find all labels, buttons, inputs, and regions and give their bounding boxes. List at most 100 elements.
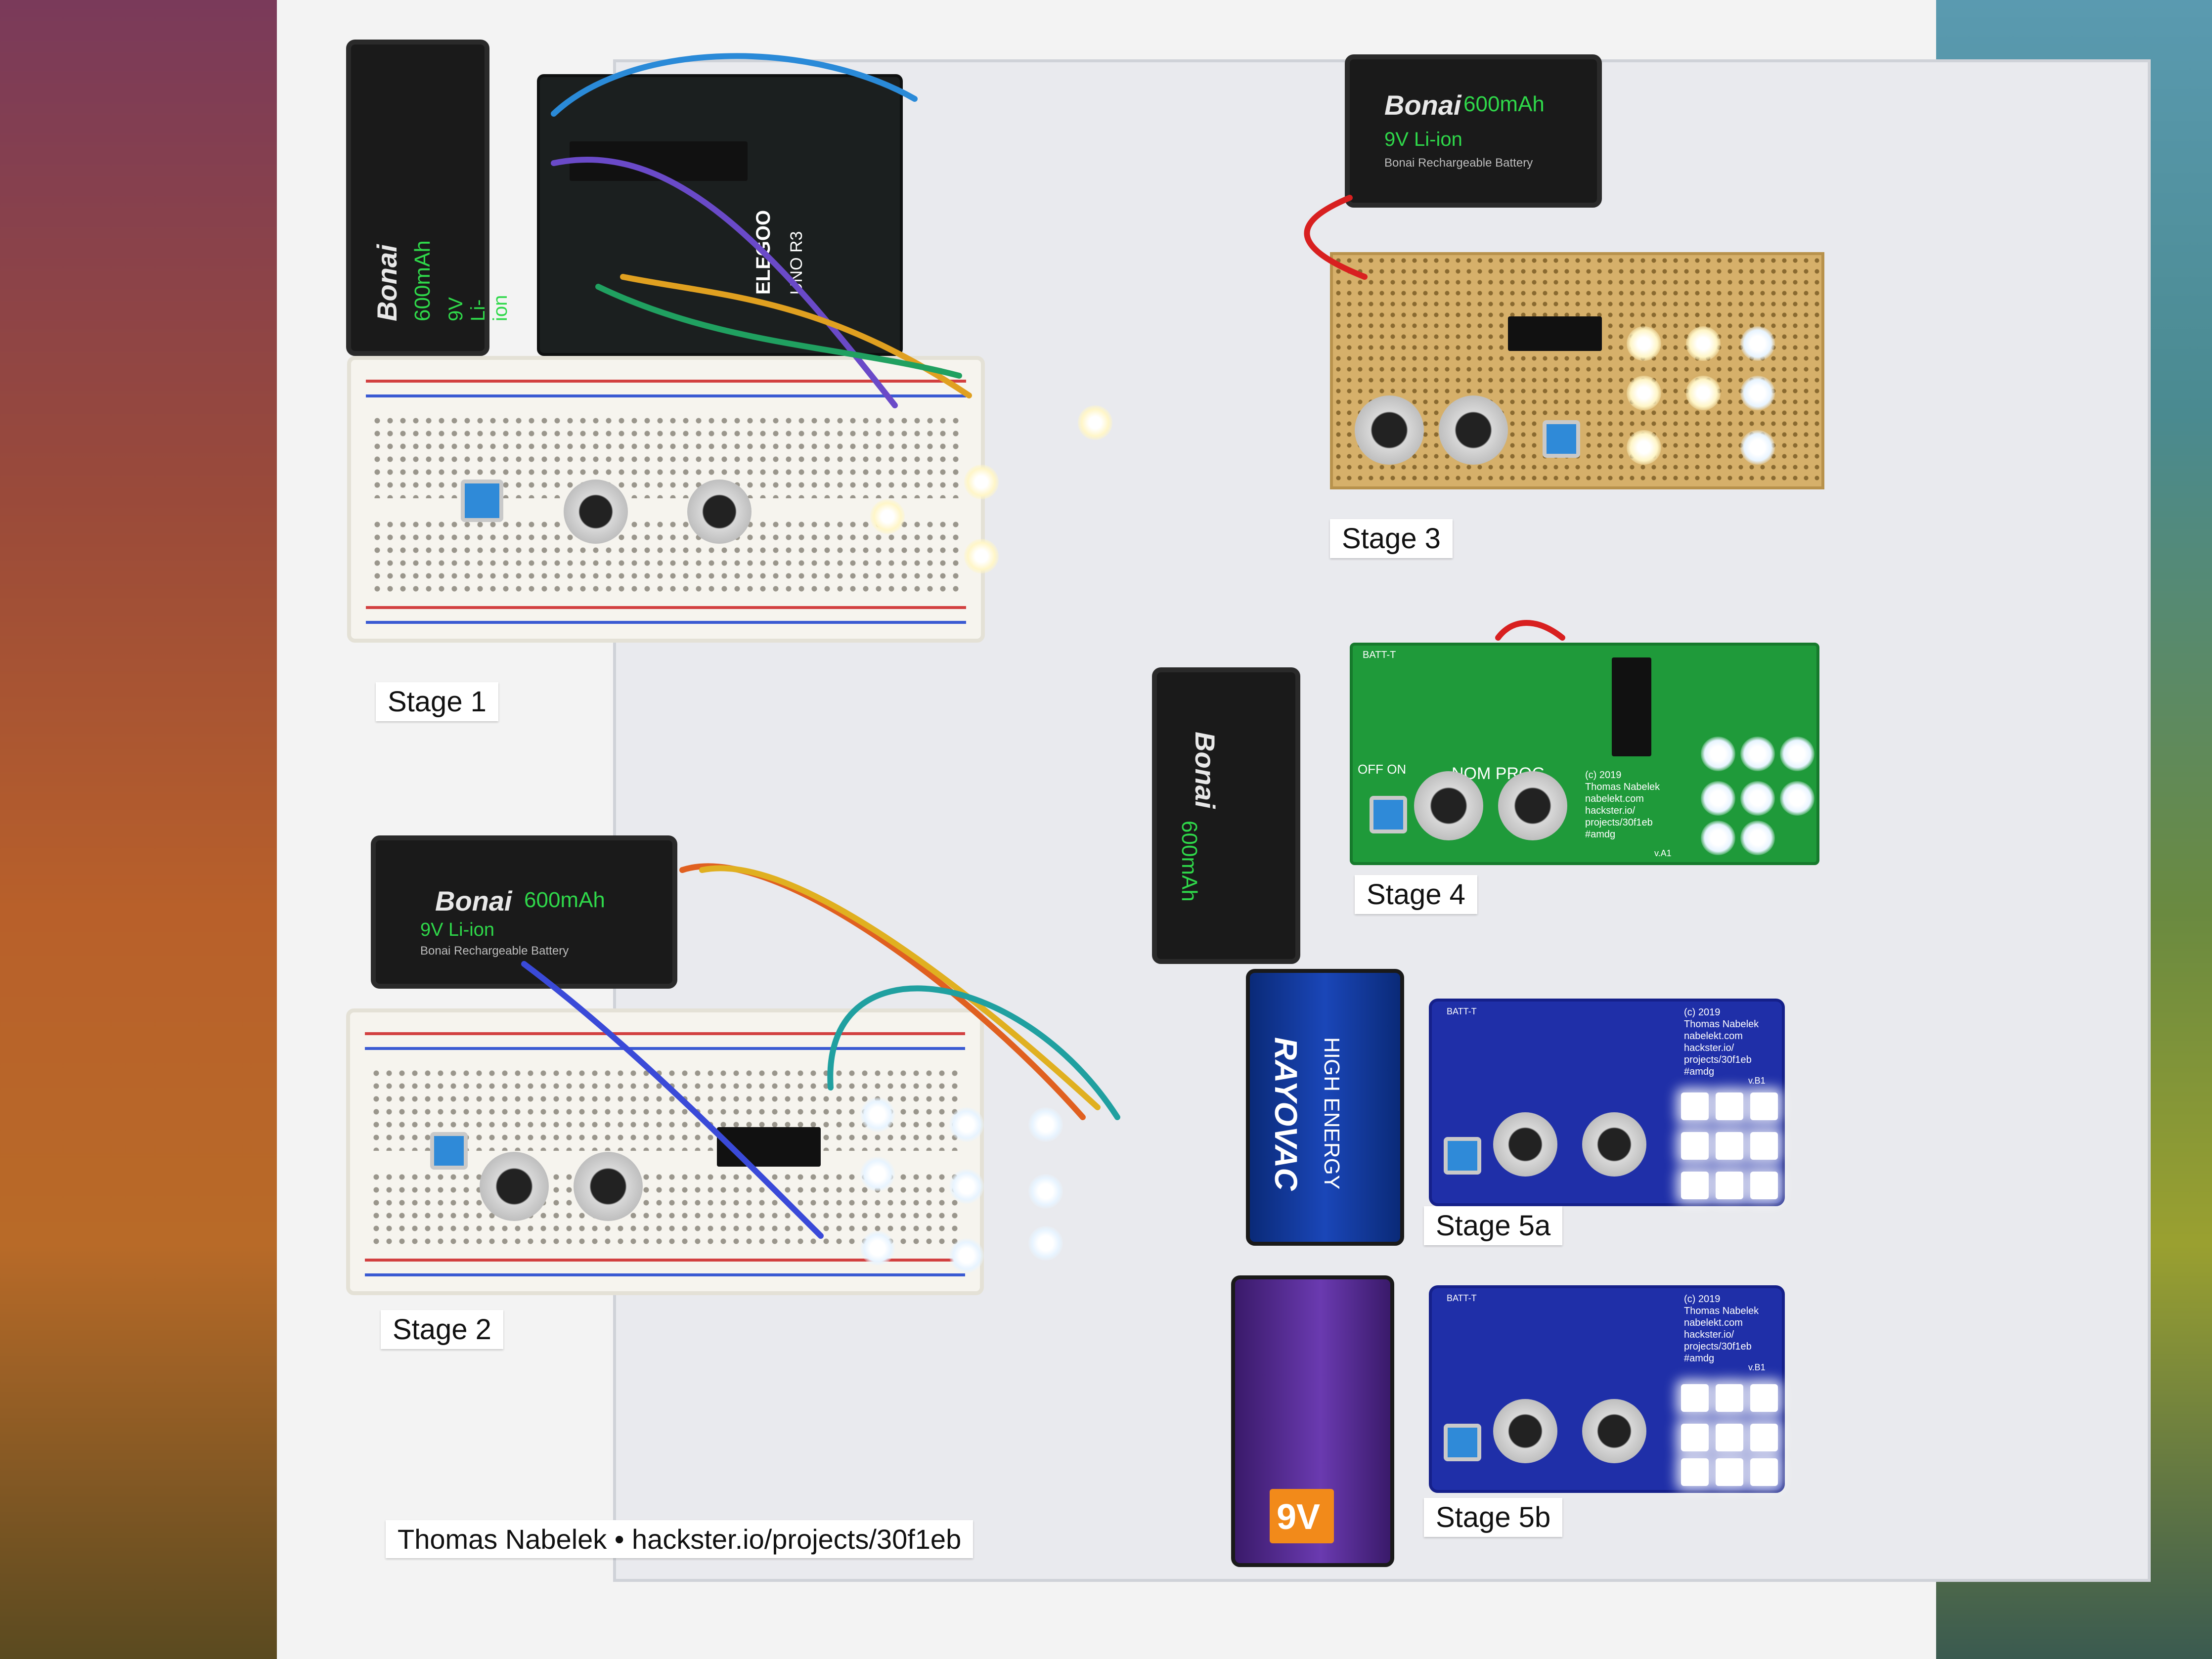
battery-capacity: 600mAh bbox=[1463, 92, 1545, 116]
stage2-label: Stage 2 bbox=[381, 1310, 503, 1349]
stage4-battery: Bonai 600mAh bbox=[1152, 667, 1300, 964]
rayovac-brand: RAYOVAC bbox=[1268, 1037, 1304, 1191]
stage4-led bbox=[1740, 821, 1775, 855]
stage2-chip bbox=[717, 1127, 821, 1167]
stage5a-led bbox=[1750, 1092, 1778, 1120]
stage4-pot-1[interactable] bbox=[1414, 771, 1483, 840]
pcb-notice: (c) 2019 Thomas Nabelek nabelekt.com hac… bbox=[1684, 1294, 1759, 1364]
credit-label: Thomas Nabelek • hackster.io/projects/30… bbox=[386, 1520, 973, 1558]
arduino-brand: ELEGOO bbox=[752, 210, 774, 295]
stage4-led bbox=[1740, 781, 1775, 816]
stage3-button[interactable] bbox=[1543, 420, 1580, 458]
stage2-button[interactable] bbox=[430, 1132, 468, 1170]
stage3-led bbox=[1740, 376, 1775, 410]
pcb-version: v.A1 bbox=[1654, 848, 1672, 858]
stage4-led bbox=[1701, 737, 1735, 771]
stage5b-led bbox=[1750, 1458, 1778, 1486]
battery-9v-label: 9V bbox=[1277, 1497, 1321, 1537]
battery-brand: Bonai bbox=[1190, 732, 1221, 809]
stage2-led bbox=[949, 1238, 984, 1273]
stage2-pot-1[interactable] bbox=[480, 1152, 549, 1221]
stage3-battery: Bonai 600mAh 9V Li-ion Bonai Rechargeabl… bbox=[1345, 54, 1602, 208]
stage3-label: Stage 3 bbox=[1330, 519, 1453, 558]
stage2-led bbox=[1028, 1226, 1063, 1261]
stage4-label: Stage 4 bbox=[1355, 875, 1477, 914]
stage1-pot-1[interactable] bbox=[564, 480, 628, 544]
stage5b-led bbox=[1681, 1384, 1709, 1412]
pcb-batt-label: BATT-T bbox=[1447, 1006, 1477, 1016]
stage4-led bbox=[1740, 737, 1775, 771]
stage5a-led bbox=[1681, 1132, 1709, 1160]
stage3-led bbox=[1686, 326, 1721, 361]
stage4-chip bbox=[1612, 657, 1651, 756]
battery-brand: Bonai bbox=[1384, 89, 1461, 121]
stage3-led bbox=[1740, 326, 1775, 361]
stage1-led bbox=[870, 499, 905, 534]
battery-brand: Bonai bbox=[435, 885, 512, 917]
pcb-notice: (c) 2019 Thomas Nabelek nabelekt.com hac… bbox=[1684, 1007, 1759, 1077]
stage2-led bbox=[949, 1107, 984, 1142]
stage3-led bbox=[1627, 430, 1661, 465]
stage3-led bbox=[1627, 326, 1661, 361]
stage3-led bbox=[1740, 430, 1775, 465]
stage1-battery: Bonai 600mAh 9V Li-ion bbox=[346, 40, 511, 356]
stage5a-pot-2[interactable] bbox=[1582, 1112, 1646, 1177]
stage4-button[interactable] bbox=[1370, 796, 1407, 833]
stage1-pot-2[interactable] bbox=[687, 480, 752, 544]
stage5b-button[interactable] bbox=[1444, 1424, 1481, 1461]
battery-capacity: 600mAh bbox=[1177, 821, 1201, 902]
stage5b-pot-2[interactable] bbox=[1582, 1399, 1646, 1463]
stage1-led bbox=[1078, 405, 1112, 440]
stage2-pot-2[interactable] bbox=[574, 1152, 643, 1221]
stage3-chip bbox=[1508, 316, 1602, 351]
stage5a-led bbox=[1681, 1172, 1709, 1199]
stage3-pot-1[interactable] bbox=[1355, 395, 1424, 465]
stage5a-led bbox=[1750, 1172, 1778, 1199]
stage1-led bbox=[964, 465, 999, 499]
stage5b-led bbox=[1750, 1424, 1778, 1451]
stage5b-led bbox=[1716, 1458, 1743, 1486]
stage5b-led bbox=[1750, 1384, 1778, 1412]
arduino-board: ELEGOO UNO R3 bbox=[537, 74, 903, 356]
stage5a-led bbox=[1716, 1172, 1743, 1199]
arduino-model: UNO R3 bbox=[787, 231, 806, 295]
stage1-button[interactable] bbox=[461, 480, 503, 522]
stage4-led bbox=[1780, 737, 1814, 771]
stage4-led bbox=[1701, 781, 1735, 816]
stage2-led bbox=[949, 1169, 984, 1204]
pcb-version: v.B1 bbox=[1748, 1362, 1766, 1372]
stage5a-pot-1[interactable] bbox=[1493, 1112, 1557, 1177]
photo: ELEGOO UNO R3 Bonai 600mAh 9V Li-ion Sta… bbox=[277, 0, 2151, 1659]
stage5a-led bbox=[1681, 1092, 1709, 1120]
battery-subtitle: Bonai Rechargeable Battery bbox=[1384, 156, 1533, 170]
stage2-led bbox=[860, 1231, 895, 1266]
stage5a-led bbox=[1716, 1132, 1743, 1160]
stage5a-led bbox=[1750, 1132, 1778, 1160]
battery-capacity: 600mAh bbox=[524, 888, 605, 912]
stage1-label: Stage 1 bbox=[376, 682, 498, 721]
stage5a-button[interactable] bbox=[1444, 1137, 1481, 1175]
pcb-notice: (c) 2019 Thomas Nabelek nabelekt.com hac… bbox=[1585, 770, 1660, 840]
stage5b-label: Stage 5b bbox=[1424, 1498, 1563, 1537]
pcb-off-on: OFF ON bbox=[1358, 762, 1407, 777]
stage5b-led bbox=[1681, 1458, 1709, 1486]
pcb-batt-label: BATT-T bbox=[1447, 1293, 1477, 1303]
stage5b-pot-1[interactable] bbox=[1493, 1399, 1557, 1463]
stage3-pot-2[interactable] bbox=[1439, 395, 1508, 465]
stage4-led bbox=[1780, 781, 1814, 816]
stage2-led bbox=[860, 1157, 895, 1191]
pcb-batt-label: BATT-T bbox=[1363, 650, 1396, 660]
battery-capacity: 600mAh bbox=[410, 240, 435, 321]
stage2-battery: Bonai 600mAh 9V Li-ion Bonai Rechargeabl… bbox=[371, 835, 677, 989]
stage5b-led bbox=[1716, 1384, 1743, 1412]
stage4-pot-2[interactable] bbox=[1498, 771, 1567, 840]
stage5b-battery: 9V bbox=[1231, 1275, 1394, 1567]
stage2-led bbox=[1028, 1174, 1063, 1209]
stage3-led bbox=[1627, 376, 1661, 410]
stage4-led bbox=[1701, 821, 1735, 855]
stage2-led bbox=[860, 1097, 895, 1132]
stage2-led bbox=[1028, 1107, 1063, 1142]
stage5a-label: Stage 5a bbox=[1424, 1206, 1563, 1245]
battery-brand: Bonai bbox=[371, 244, 402, 321]
battery-type: 9V Li-ion bbox=[420, 919, 494, 940]
